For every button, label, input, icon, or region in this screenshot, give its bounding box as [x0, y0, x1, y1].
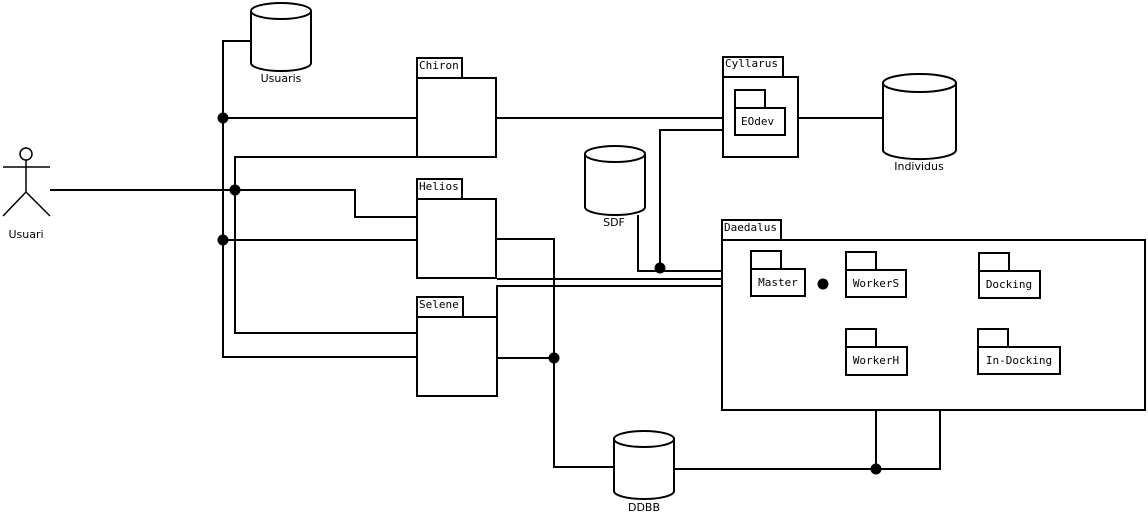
package-workers-label: WorkerS	[853, 277, 899, 290]
package-selene-label: Selene	[419, 298, 459, 311]
package-master: Master	[750, 250, 806, 297]
selene-to-master	[496, 285, 751, 317]
eodev-to-master	[659, 129, 723, 268]
bus-left	[222, 40, 417, 358]
package-cyllarus: Cyllarus EOdev	[722, 56, 799, 158]
database-individus-label: Individus	[894, 160, 944, 173]
package-in-docking-label: In-Docking	[986, 354, 1052, 367]
package-helios: Helios	[416, 178, 497, 279]
database-ddbb-label: DDBB	[628, 501, 660, 514]
package-daedalus: Daedalus Master WorkerS WorkerH Docking …	[721, 219, 1146, 411]
junction-dot	[654, 262, 666, 274]
actor-label: Usuari	[8, 228, 43, 241]
package-eodev: EOdev	[734, 89, 786, 136]
database-sdf-label: SDF	[603, 216, 625, 229]
package-docking: Docking	[978, 252, 1041, 299]
junction-dot	[217, 234, 229, 246]
package-workers: WorkerS	[845, 251, 907, 298]
package-cyllarus-label: Cyllarus	[725, 57, 778, 70]
package-daedalus-label: Daedalus	[724, 221, 777, 234]
actor-usuari: Usuari	[2, 147, 51, 241]
package-selene: Selene	[416, 296, 498, 397]
database-usuaris: Usuaris	[250, 2, 312, 85]
usuari-link	[50, 189, 417, 218]
junction-dots	[217, 112, 882, 475]
sdf-to-master	[637, 215, 751, 272]
junction-dot	[870, 463, 882, 475]
package-docking-label: Docking	[986, 278, 1032, 291]
database-sdf: SDF	[584, 145, 646, 229]
package-workerh: WorkerH	[845, 328, 908, 376]
package-in-docking: In-Docking	[977, 328, 1061, 375]
package-master-label: Master	[758, 276, 798, 289]
package-chiron-label: Chiron	[419, 59, 459, 72]
package-workerh-label: WorkerH	[853, 354, 899, 367]
actor-head	[19, 147, 33, 161]
package-eodev-label: EOdev	[741, 115, 774, 128]
bus-inner	[234, 156, 417, 334]
junction-dot	[229, 184, 241, 196]
junction-dot	[548, 352, 560, 364]
package-helios-label: Helios	[419, 180, 459, 193]
junction-dot	[817, 278, 829, 290]
package-chiron: Chiron	[416, 57, 497, 158]
database-usuaris-label: Usuaris	[261, 72, 302, 85]
junction-dot	[217, 112, 229, 124]
database-ddbb: DDBB	[613, 430, 675, 514]
database-individus: Individus	[882, 73, 957, 173]
